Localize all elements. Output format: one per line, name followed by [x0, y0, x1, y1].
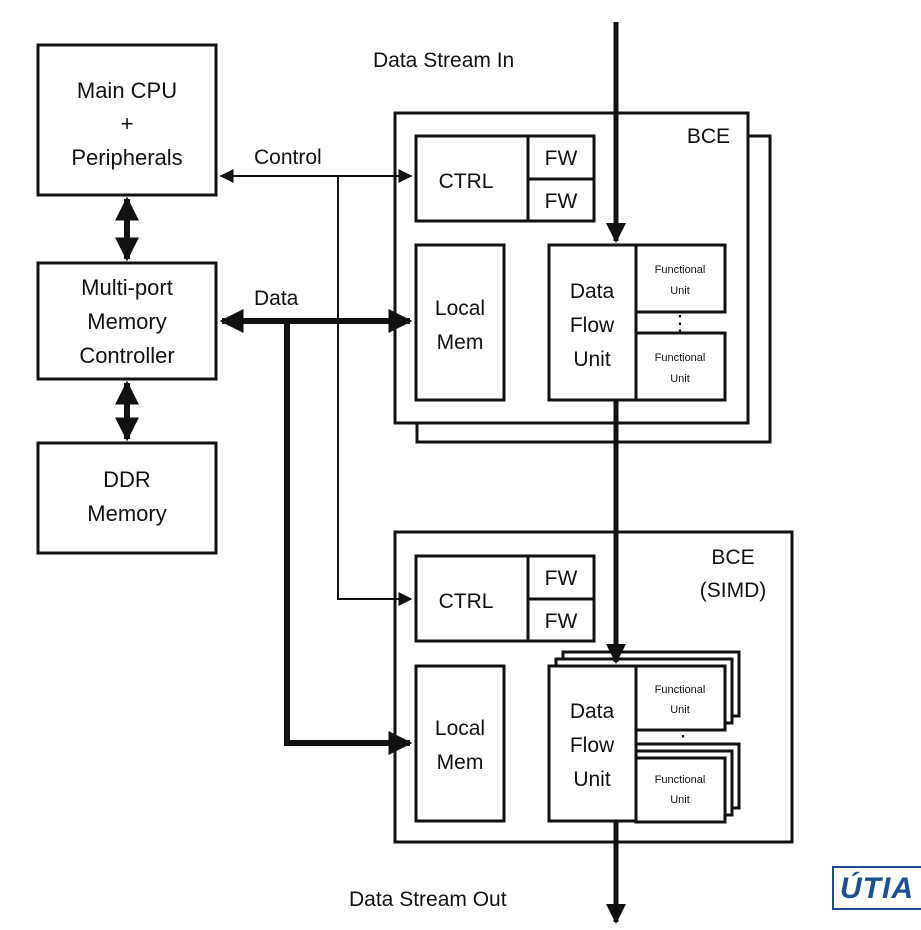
bce2-title: BCE [711, 546, 754, 569]
memory-controller-line2: Memory [87, 309, 166, 334]
bce2-ctrl-label: CTRL [439, 590, 494, 613]
bce2-block: BCE (SIMD) CTRL FW FW Local Mem Data Flo… [393, 530, 794, 844]
bce2-fu2-line1: Functional [655, 774, 706, 786]
bce1-block: BCE CTRL FW FW Local Mem Data Flow Unit … [393, 111, 772, 444]
bce1-local-mem-line2: Mem [437, 331, 484, 354]
bce1-dfu-line3: Unit [573, 348, 611, 371]
bce1-title: BCE [687, 125, 730, 148]
bce2-fw1-label: FW [545, 567, 578, 590]
bce1-fu2-block [634, 331, 727, 402]
main-cpu-line2: + [121, 111, 134, 136]
memory-controller-line3: Controller [79, 343, 174, 368]
control-bus: Control [219, 146, 413, 606]
data-stream-out-label: Data Stream Out [349, 888, 507, 911]
bce1-ctrl-label: CTRL [439, 170, 494, 193]
bce1-local-mem-line1: Local [435, 297, 485, 320]
bce2-fw2-label: FW [545, 610, 578, 633]
bce2-local-mem-line1: Local [435, 717, 485, 740]
bce1-fu1-block [634, 243, 727, 314]
memory-controller-line1: Multi-port [81, 275, 173, 300]
main-cpu-line1: Main CPU [77, 78, 177, 103]
data-bus: Data [219, 287, 413, 755]
bce1-fw1-label: FW [545, 147, 578, 170]
bce2-fu1-line2: Unit [670, 704, 690, 716]
bce1-dfu-line1: Data [570, 280, 615, 303]
bce1-fu1-line2: Unit [670, 285, 690, 297]
ddr-memory-line1: DDR [103, 467, 151, 492]
bce2-local-mem-block [414, 664, 506, 823]
ddr-memory-line2: Memory [87, 501, 166, 526]
ddr-memory-block: DDR Memory [36, 441, 218, 555]
bce2-subtitle: (SIMD) [700, 579, 767, 602]
bce1-local-mem-block [414, 243, 506, 402]
bce1-fw2-label: FW [545, 190, 578, 213]
bce2-fu2-line2: Unit [670, 794, 690, 806]
bce2-dfu-line2: Flow [570, 734, 615, 757]
bce2-local-mem-line2: Mem [437, 751, 484, 774]
memory-controller-block: Multi-port Memory Controller [36, 261, 218, 381]
bce1-fu-dots: ⋮ [670, 312, 691, 335]
bce1-dfu-line2: Flow [570, 314, 615, 337]
bce2-dfu-block [547, 664, 638, 823]
bce1-fu1-line1: Functional [655, 264, 706, 276]
bce2-fu2-block [634, 756, 727, 824]
bce2-dfu-line3: Unit [573, 768, 611, 791]
bce1-fu2-line1: Functional [655, 352, 706, 364]
bce2-dfu-line1: Data [570, 700, 615, 723]
bce2-fu-dots: ⋮ [673, 732, 694, 755]
control-label: Control [254, 146, 322, 169]
bce2-fu1-block [634, 664, 727, 732]
data-label: Data [254, 287, 299, 310]
bce1-fu2-line2: Unit [670, 373, 690, 385]
main-cpu-line3: Peripherals [71, 145, 182, 170]
data-stream-in-label: Data Stream In [373, 49, 514, 72]
utia-logo: ÚTIA [832, 866, 921, 910]
utia-logo-text: ÚTIA [840, 872, 914, 905]
bce1-dfu-block [547, 243, 638, 402]
bce2-fu1-line1: Functional [655, 684, 706, 696]
main-cpu-block: Main CPU + Peripherals [36, 43, 218, 197]
